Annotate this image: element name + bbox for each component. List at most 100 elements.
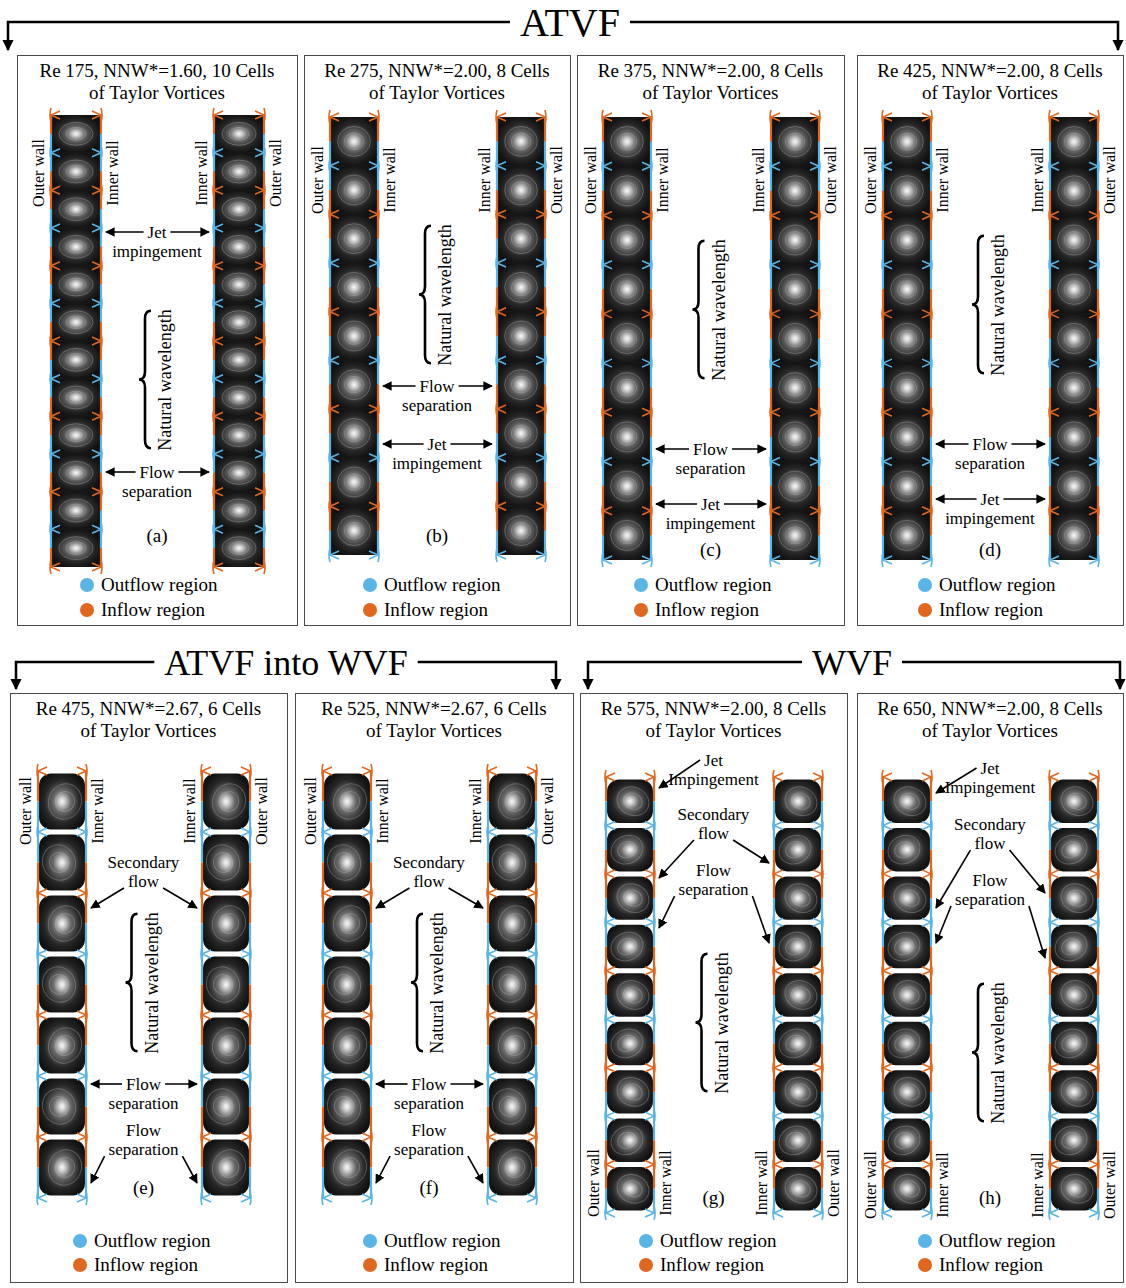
flow-region-mark [1049, 1158, 1059, 1172]
streamline [889, 879, 930, 918]
flow-region-mark [1049, 964, 1059, 978]
legend-swatch [363, 1234, 377, 1248]
flow-region-mark [1089, 110, 1099, 124]
flow-region-mark [255, 296, 265, 310]
streamline [1065, 887, 1089, 909]
streamline [59, 311, 93, 334]
section-heading: ATVF into WVF [164, 645, 407, 681]
streamline [1065, 790, 1089, 812]
flow-region-mark [255, 146, 265, 160]
vortex-cell [498, 361, 544, 408]
flow-region-mark [37, 1008, 47, 1022]
flow-region-mark [536, 256, 546, 270]
streamline [229, 165, 249, 178]
vortex-cell [215, 380, 263, 416]
streamline [891, 274, 924, 304]
streamline [898, 790, 922, 812]
wall-label: Inner wall [935, 147, 951, 212]
streamline [207, 778, 252, 824]
flow-region-mark [92, 560, 102, 574]
streamline [785, 232, 804, 249]
streamline [1050, 830, 1091, 869]
streamline [1058, 176, 1091, 206]
streamline [207, 1022, 252, 1068]
legend-text: Inflow region [101, 599, 205, 621]
streamline [229, 127, 249, 140]
streamline [201, 839, 246, 885]
flow-region-mark [329, 499, 339, 513]
flow-region-mark [255, 334, 265, 348]
streamline [1064, 330, 1083, 347]
annotation: Flow separation [938, 435, 1042, 474]
streamline [216, 1032, 242, 1058]
vortex-cell [884, 118, 930, 165]
flow-region-mark [645, 1012, 655, 1026]
wall-label: Inner wall [935, 1152, 951, 1217]
flow-region-mark [255, 447, 265, 461]
streamline [779, 422, 812, 452]
section-bracket [902, 662, 1120, 689]
flow-region-mark [1089, 356, 1099, 370]
vortex-cell [498, 507, 544, 554]
vortex-cell [772, 315, 818, 362]
leader-arrow [458, 385, 492, 387]
flow-region-mark [487, 1130, 497, 1144]
flow-region-mark [645, 867, 655, 881]
vortex-cell [884, 364, 930, 411]
flow-region-mark [882, 867, 892, 881]
wall-label: Inner wall [658, 1150, 674, 1215]
vortex-cell [884, 828, 930, 871]
flow-region-mark [770, 405, 780, 419]
streamline [229, 466, 249, 479]
flow-region-mark [50, 183, 60, 197]
vortex-cell [604, 315, 650, 362]
flow-region-mark [1049, 553, 1059, 567]
streamline [229, 504, 249, 517]
streamline [322, 1083, 367, 1129]
legend-text: Outflow region [655, 574, 772, 596]
streamline [892, 839, 916, 861]
flow-region-mark [882, 1109, 892, 1123]
streamline [43, 778, 88, 824]
vortex-cell [489, 957, 535, 1013]
legend-item: Inflow region [634, 599, 759, 621]
vortex-cell [607, 1022, 653, 1065]
streamline [783, 935, 807, 957]
flow-region-mark [241, 1069, 251, 1083]
streamline [331, 971, 357, 997]
vortex-cell [203, 774, 249, 830]
streamline [344, 182, 363, 199]
flow-region-mark [645, 1206, 655, 1220]
flow-region-mark [773, 770, 783, 784]
flow-region-mark [602, 307, 612, 321]
streamline [621, 1081, 645, 1103]
streamline [785, 281, 804, 298]
wall-label: Outer wall [540, 777, 556, 845]
legend-text: Outflow region [660, 1230, 777, 1252]
streamline [621, 790, 645, 812]
streamline [222, 461, 256, 484]
streamline [1050, 927, 1091, 966]
flow-region-mark [77, 764, 87, 778]
vortex-cell [775, 1167, 821, 1210]
flow-region-mark [810, 110, 820, 124]
streamline [789, 984, 813, 1006]
flow-region-mark [1049, 1061, 1059, 1075]
flow-region-mark [241, 1191, 251, 1205]
legend-item: Inflow region [80, 599, 205, 621]
flow-region-mark [882, 356, 892, 370]
vortex-cell [52, 380, 100, 416]
streamline [889, 976, 930, 1015]
vortex-cell [772, 463, 818, 510]
vortex-cell [1051, 216, 1097, 263]
streamline [222, 537, 256, 560]
flow-region-mark [37, 947, 47, 961]
streamline [789, 1081, 813, 1103]
vortex-cell [203, 1140, 249, 1196]
flow-region-mark [496, 402, 506, 416]
flow-region-mark [773, 1012, 783, 1026]
leader-arrow [1029, 906, 1045, 958]
flow-region-mark [496, 353, 506, 367]
streamline [505, 370, 538, 400]
streamline [785, 330, 804, 347]
